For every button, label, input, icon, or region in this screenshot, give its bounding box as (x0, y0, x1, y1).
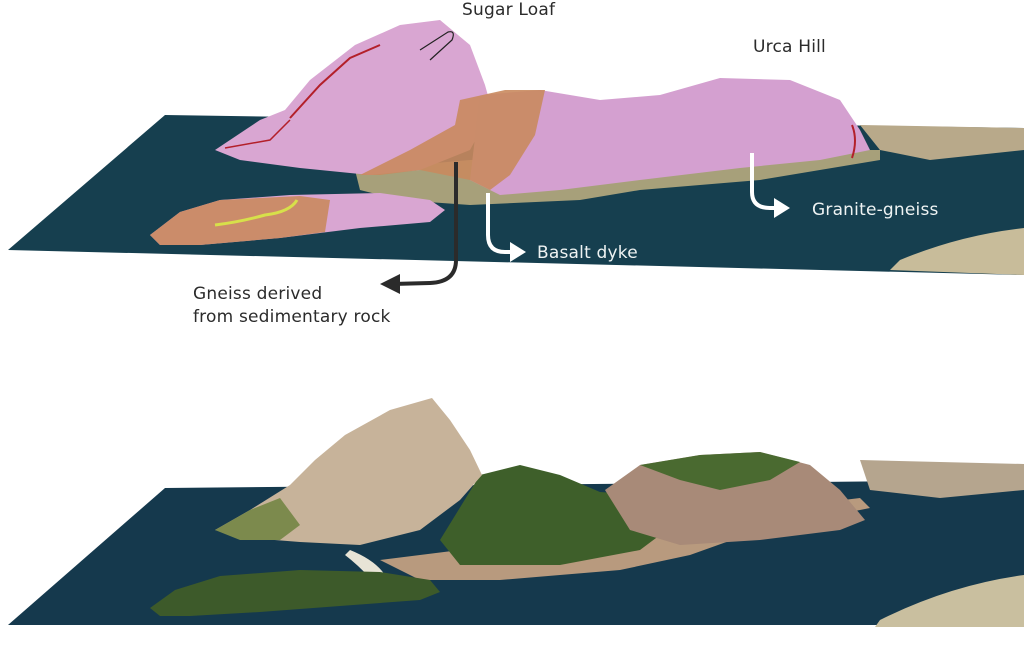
geology-model-panel: Sugar Loaf Urca Hill Basalt dyke Granite… (8, 0, 1024, 327)
island-dyke-line (214, 199, 299, 227)
label-urca-hill: Urca Hill (753, 37, 826, 57)
far-shore-urban (860, 460, 1024, 498)
label-basalt-dyke: Basalt dyke (537, 243, 638, 263)
satellite-terrain-render (8, 398, 1024, 627)
urca-hill-vegetation (640, 452, 800, 490)
label-granite-gneiss: Granite-gneiss (812, 200, 939, 220)
near-shore-beach (890, 228, 1024, 275)
gneiss-arrowhead-icon (380, 274, 400, 294)
label-gneiss-line2: from sedimentary rock (193, 307, 391, 327)
fold-symbol-icon (419, 31, 454, 61)
fault-line-sugar-loaf-base (224, 119, 291, 149)
granite-pointer-arrow (750, 153, 776, 210)
satellite-terrain-panel (0, 380, 1024, 647)
label-sugar-loaf: Sugar Loaf (462, 0, 556, 20)
label-gneiss-line1: Gneiss derived (193, 284, 323, 304)
urca-hill-granite-gneiss (470, 78, 870, 195)
granite-arrowhead-icon (774, 198, 790, 218)
sugar-loaf-granite-gneiss (215, 20, 492, 175)
gneiss-pointer-arrow (391, 162, 458, 286)
near-shore-beach (875, 575, 1024, 627)
beach (345, 550, 385, 578)
far-shore-urban (860, 125, 1024, 160)
basalt-pointer-arrow (486, 193, 512, 254)
fault-line-urca (851, 124, 856, 159)
sedimentary-gneiss-band (360, 90, 545, 190)
sugar-loaf-base-vegetation (215, 498, 300, 540)
basalt-arrowhead-icon (510, 242, 526, 262)
vegetated-island (150, 570, 440, 616)
vegetated-saddle (440, 465, 700, 565)
fault-line-sugar-loaf (289, 44, 381, 119)
geology-model-terrain (8, 20, 1024, 294)
